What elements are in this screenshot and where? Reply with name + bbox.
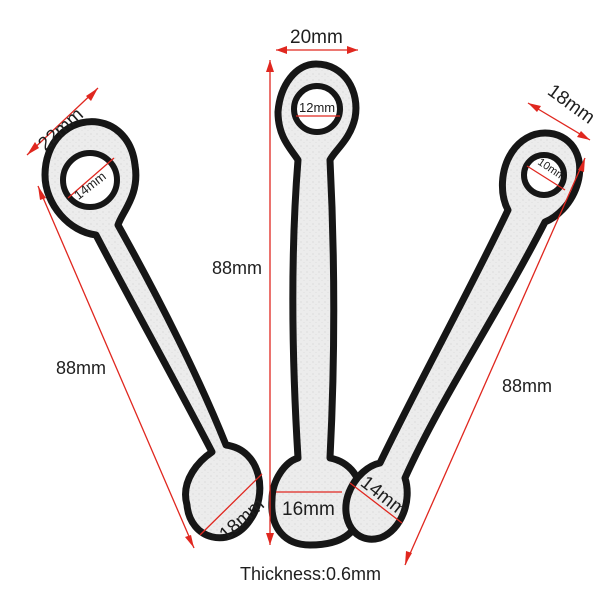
right-end-dimension	[349, 482, 403, 524]
middle-end-label: 16mm	[282, 499, 335, 520]
right-hook	[342, 129, 584, 543]
left-hole-dimension	[67, 157, 115, 199]
right-width-label: 18mm	[543, 80, 598, 128]
right-length-label: 88mm	[502, 376, 552, 396]
left-hook	[41, 118, 264, 542]
left-hook-body	[41, 118, 264, 542]
middle-hook-hole	[291, 83, 343, 135]
right-hook-hole	[521, 152, 567, 198]
middle-length-dimension	[266, 60, 274, 545]
right-width-dimension	[527, 102, 591, 141]
middle-hook	[268, 60, 366, 549]
middle-width-dimension	[276, 46, 358, 54]
right-length-dimension	[404, 157, 586, 566]
right-hole-dimension	[526, 165, 566, 191]
middle-hole-label: 12mm	[299, 100, 335, 115]
left-width-dimension	[26, 87, 99, 156]
left-length-label: 88mm	[56, 358, 106, 378]
left-length-dimension	[37, 185, 195, 549]
left-end-dimension	[199, 473, 263, 536]
middle-length-label: 88mm	[212, 258, 262, 278]
thickness-label: Thickness:0.6mm	[240, 564, 381, 584]
middle-width-label: 20mm	[290, 27, 343, 48]
middle-hook-body	[268, 60, 366, 549]
right-hook-body	[342, 129, 584, 543]
